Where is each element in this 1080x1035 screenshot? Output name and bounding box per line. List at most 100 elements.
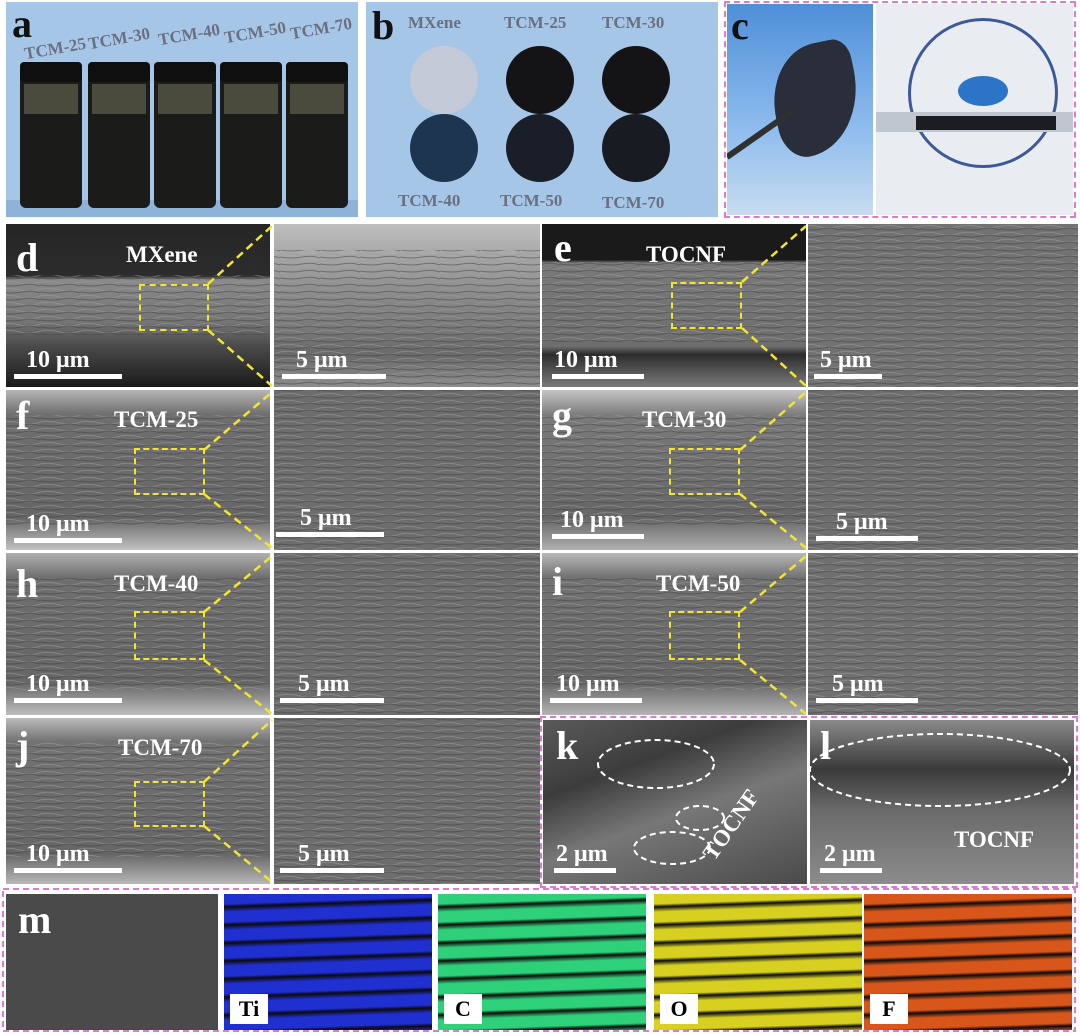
scale-text-d: 10 μm xyxy=(26,347,90,373)
eds-element-label: F xyxy=(870,994,908,1024)
eds-map-c: C xyxy=(438,894,646,1030)
scale-bar-d-zoom xyxy=(282,374,386,379)
film-label-bottom-3: TCM-70 xyxy=(602,193,665,212)
vial-label-1: TCM-25 xyxy=(22,33,88,64)
sample-name-f: TCM-25 xyxy=(114,407,199,432)
zoom-box-e xyxy=(671,282,742,329)
sample-name-g: TCM-30 xyxy=(642,407,727,432)
scale-text-h: 10 μm xyxy=(26,671,90,697)
scale-bar-f-zoom xyxy=(276,532,384,537)
eds-element-label: O xyxy=(660,994,698,1024)
scale-bar-e xyxy=(552,374,644,379)
sample-name-d: MXene xyxy=(126,242,198,267)
bent-film xyxy=(762,36,870,162)
film-label-top-3: TCM-30 xyxy=(602,13,665,32)
panel-label-l: l xyxy=(820,723,832,768)
scale-bar-i-zoom xyxy=(816,698,918,703)
vial-label-4: TCM-50 xyxy=(222,17,288,48)
scale-bar-j xyxy=(14,868,122,873)
film-disc xyxy=(506,46,574,114)
university-seal xyxy=(908,18,1058,168)
scale-text-l: 2 μm xyxy=(824,841,876,867)
film-label-bottom-2: TCM-50 xyxy=(500,191,563,210)
scale-text-k: 2 μm xyxy=(556,841,608,867)
zoom-box-g xyxy=(669,448,740,495)
panel-c-sky-photo: c xyxy=(727,4,873,215)
vial xyxy=(154,62,216,208)
film-disc xyxy=(602,114,670,182)
panel-a-vials-photo: a TCM-25 TCM-30 TCM-40 TCM-50 TCM-70 xyxy=(6,2,358,217)
panel-label-g: g xyxy=(552,393,572,438)
sample-name-e: TOCNF xyxy=(646,242,727,267)
scale-text-j: 10 μm xyxy=(26,841,90,867)
scale-text-e-zoom: 5 μm xyxy=(820,347,872,373)
zoom-box-i xyxy=(669,611,740,660)
vial xyxy=(88,62,150,208)
film-disc xyxy=(410,46,478,114)
panel-label-k: k xyxy=(556,723,579,768)
zoom-box-d xyxy=(139,284,209,331)
vial-label-2: TCM-30 xyxy=(86,23,152,54)
panel-b-films-photo: b MXene TCM-25 TCM-30 TCM-40 TCM-50 TCM-… xyxy=(366,2,718,217)
scale-text-g: 10 μm xyxy=(560,507,624,533)
zoom-box-h xyxy=(134,611,205,660)
film-label-bottom-1: TCM-40 xyxy=(398,191,461,210)
vial-label-3: TCM-40 xyxy=(156,19,222,50)
panel-label-b: b xyxy=(372,3,395,48)
vial-label-5: TCM-70 xyxy=(288,13,354,44)
scale-text-i: 10 μm xyxy=(556,671,620,697)
scale-text-f-zoom: 5 μm xyxy=(300,505,352,531)
panel-label-h: h xyxy=(16,561,39,606)
scale-bar-j-zoom xyxy=(280,868,384,873)
vial xyxy=(20,62,82,208)
film-disc xyxy=(602,46,670,114)
panel-label-m: m xyxy=(18,897,52,942)
sample-name-i: TCM-50 xyxy=(656,571,741,596)
panel-label-f: f xyxy=(16,393,30,438)
scale-text-j-zoom: 5 μm xyxy=(298,841,350,867)
panel-label-c: c xyxy=(731,4,749,48)
film-disc xyxy=(506,114,574,182)
panel-label-e: e xyxy=(554,225,572,270)
scale-bar-g-zoom xyxy=(816,536,918,541)
scale-bar-f xyxy=(14,538,122,543)
eds-element-label: C xyxy=(444,994,482,1024)
panel-label-j: j xyxy=(16,723,30,768)
panel-c-frame xyxy=(724,1,1076,218)
scale-bar-h xyxy=(14,698,122,703)
sample-name-j: TCM-70 xyxy=(118,735,203,760)
scale-bar-l xyxy=(820,868,882,873)
panel-kl-frame xyxy=(540,716,1078,888)
scale-text-d-zoom: 5 μm xyxy=(296,347,348,373)
scale-text-i-zoom: 5 μm xyxy=(832,671,884,697)
wrapped-film xyxy=(916,116,1056,130)
scale-text-e: 10 μm xyxy=(554,347,618,373)
panel-label-i: i xyxy=(552,559,564,604)
panel-label-a: a xyxy=(12,2,32,46)
sample-name-h: TCM-40 xyxy=(114,571,199,596)
vial xyxy=(220,62,282,208)
film-label-top-1: MXene xyxy=(408,13,461,32)
zoom-box-j xyxy=(134,781,205,827)
scale-bar-i xyxy=(550,698,642,703)
scale-bar-e-zoom xyxy=(814,374,882,379)
scale-bar-d xyxy=(14,374,122,379)
seal-center xyxy=(958,76,1008,106)
eds-element-label: Ti xyxy=(230,994,268,1024)
film-label-top-2: TCM-25 xyxy=(504,13,567,32)
scale-text-g-zoom: 5 μm xyxy=(836,509,888,535)
eds-map-ti: Ti xyxy=(224,894,432,1030)
scale-text-f: 10 μm xyxy=(26,511,90,537)
eds-map-f: F xyxy=(864,894,1072,1030)
eds-map-o: O xyxy=(654,894,862,1030)
scale-bar-g xyxy=(552,534,644,539)
scale-text-h-zoom: 5 μm xyxy=(298,671,350,697)
zoom-box-f xyxy=(134,448,205,495)
scale-bar-h-zoom xyxy=(280,698,384,703)
panel-label-d: d xyxy=(16,235,39,280)
film-disc xyxy=(410,114,478,182)
scale-bar-k xyxy=(554,868,616,873)
vial xyxy=(286,62,348,208)
annotation-l: TOCNF xyxy=(954,827,1035,852)
panel-m-sem xyxy=(6,894,218,1030)
